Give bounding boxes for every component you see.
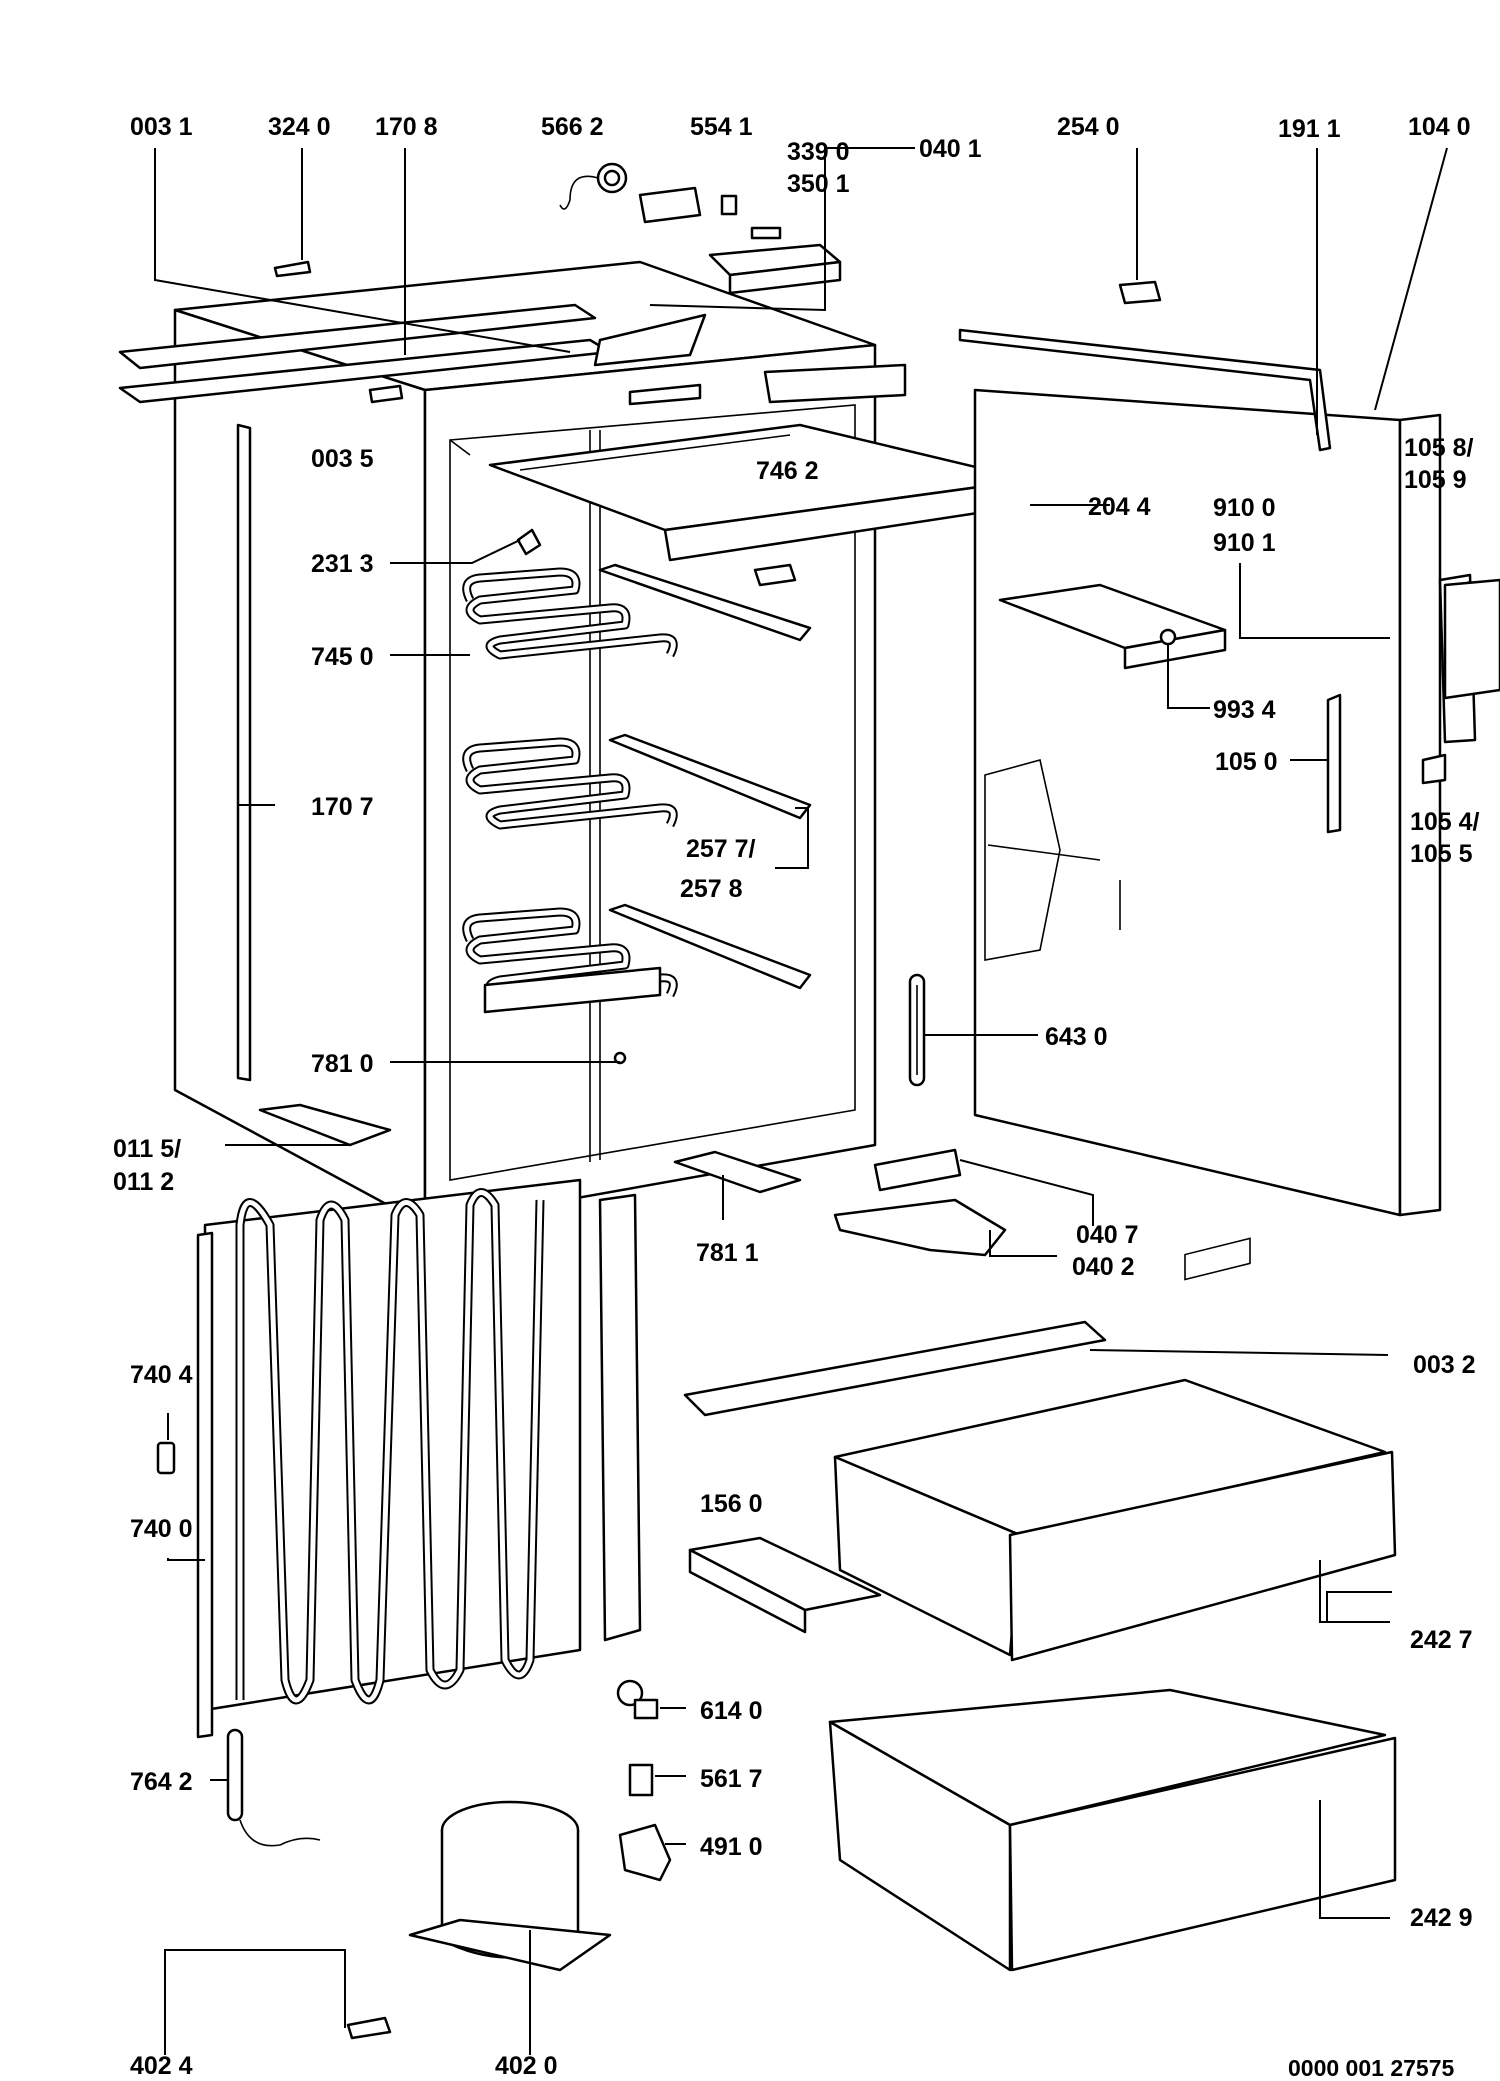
compressor — [408, 1800, 612, 1972]
label-011-5: 011 5/ — [113, 1135, 181, 1163]
mount-993-4 — [1159, 628, 1177, 646]
label-402-4: 402 4 — [130, 2052, 193, 2080]
cover-491-0 — [618, 1823, 672, 1882]
rail-003-2 — [683, 1320, 1107, 1417]
drawer-upper — [833, 1237, 1397, 1662]
side-strip — [236, 423, 252, 1082]
thermostat-566-2 — [559, 162, 702, 224]
label-746-2: 746 2 — [756, 457, 819, 485]
drawing-number: 0000 001 27575 — [1288, 2055, 1454, 2081]
ice-tray — [688, 1536, 882, 1634]
label-910-1: 910 1 — [1213, 529, 1276, 557]
label-910-0: 910 0 — [1213, 494, 1276, 522]
label-402-0: 402 0 — [495, 2052, 558, 2080]
top-trim-rail — [118, 303, 707, 406]
label-156-0: 156 0 — [700, 1490, 763, 1518]
label-561-7: 561 7 — [700, 1765, 763, 1793]
label-170-7: 170 7 — [311, 793, 374, 821]
cap-740-4 — [156, 1441, 176, 1475]
label-105-4: 105 4/ — [1410, 808, 1480, 836]
bracket-324-0 — [273, 260, 312, 278]
evaporator-shelf-bottom — [462, 903, 812, 1014]
label-257-8: 257 8 — [680, 875, 743, 903]
label-191-1: 191 1 — [1278, 115, 1341, 143]
label-554-1: 554 1 — [690, 113, 753, 141]
label-231-3: 231 3 — [311, 550, 374, 578]
label-993-4: 993 4 — [1213, 696, 1276, 724]
label-491-0: 491 0 — [700, 1833, 763, 1861]
label-740-4: 740 4 — [130, 1361, 193, 1389]
label-740-0: 740 0 — [130, 1515, 193, 1543]
label-324-0: 324 0 — [268, 113, 331, 141]
lamp-339-0 — [750, 226, 782, 240]
relay-561-7 — [628, 1763, 654, 1797]
hinge-spare — [1443, 578, 1500, 700]
label-242-7: 242 7 — [1410, 1626, 1473, 1654]
label-040-2: 040 2 — [1072, 1253, 1135, 1281]
label-257-7: 257 7/ — [686, 835, 756, 863]
label-105-9: 105 9 — [1404, 466, 1467, 494]
label-003-2: 003 2 — [1413, 1351, 1476, 1379]
label-105-5: 105 5 — [1410, 840, 1473, 868]
label-105-0: 105 0 — [1215, 748, 1278, 776]
leader-lines — [154, 147, 1448, 2055]
condenser — [203, 1178, 642, 1712]
label-745-0: 745 0 — [311, 643, 374, 671]
label-781-1: 781 1 — [696, 1239, 759, 1267]
label-170-8: 170 8 — [375, 113, 438, 141]
label-003-5: 003 5 — [311, 445, 374, 473]
bottom-trim-left — [258, 1103, 392, 1147]
stop-254-0 — [1118, 280, 1162, 305]
control-box-350-1 — [708, 243, 842, 295]
label-566-2: 566 2 — [541, 113, 604, 141]
bottom-trim-front — [673, 1150, 802, 1194]
evaporator-shelf-middle — [462, 733, 812, 830]
label-104-0: 104 0 — [1408, 113, 1471, 141]
label-614-0: 614 0 — [700, 1697, 763, 1725]
label-242-9: 242 9 — [1410, 1904, 1473, 1932]
drawer-lower — [828, 1688, 1397, 1972]
drier — [226, 1728, 321, 1847]
relay-614-0 — [616, 1679, 659, 1720]
label-040-1: 040 1 — [919, 135, 982, 163]
clip-554-1 — [720, 194, 738, 216]
clamp-402-4 — [346, 2016, 392, 2040]
lamp-cover-231-3 — [516, 528, 542, 556]
bracket-003-5 — [368, 384, 404, 404]
door-gasket-strip — [1326, 693, 1342, 834]
label-764-2: 764 2 — [130, 1768, 193, 1796]
label-105-8: 105 8/ — [1404, 434, 1474, 462]
label-204-4: 204 4 — [1088, 493, 1151, 521]
evaporator-shelf-top — [462, 563, 812, 660]
label-643-0: 643 0 — [1045, 1023, 1108, 1051]
label-781-0: 781 0 — [311, 1050, 374, 1078]
door — [958, 328, 1442, 1217]
label-339-0: 339 0 — [787, 138, 850, 166]
label-040-7: 040 7 — [1076, 1221, 1139, 1249]
bottom-hinge — [833, 1148, 1007, 1257]
condenser-bracket — [196, 1231, 214, 1739]
label-350-1: 350 1 — [787, 170, 850, 198]
label-254-0: 254 0 — [1057, 113, 1120, 141]
hinge-clip — [1421, 753, 1447, 785]
callout-labels: 003 1 324 0 170 8 566 2 554 1 339 0 350 … — [113, 113, 1480, 2081]
label-003-1: 003 1 — [130, 113, 193, 141]
hinge-040-1 — [763, 363, 907, 404]
label-011-2: 011 2 — [113, 1168, 174, 1196]
clip-746-2 — [753, 563, 797, 587]
thermometer — [908, 973, 926, 1087]
